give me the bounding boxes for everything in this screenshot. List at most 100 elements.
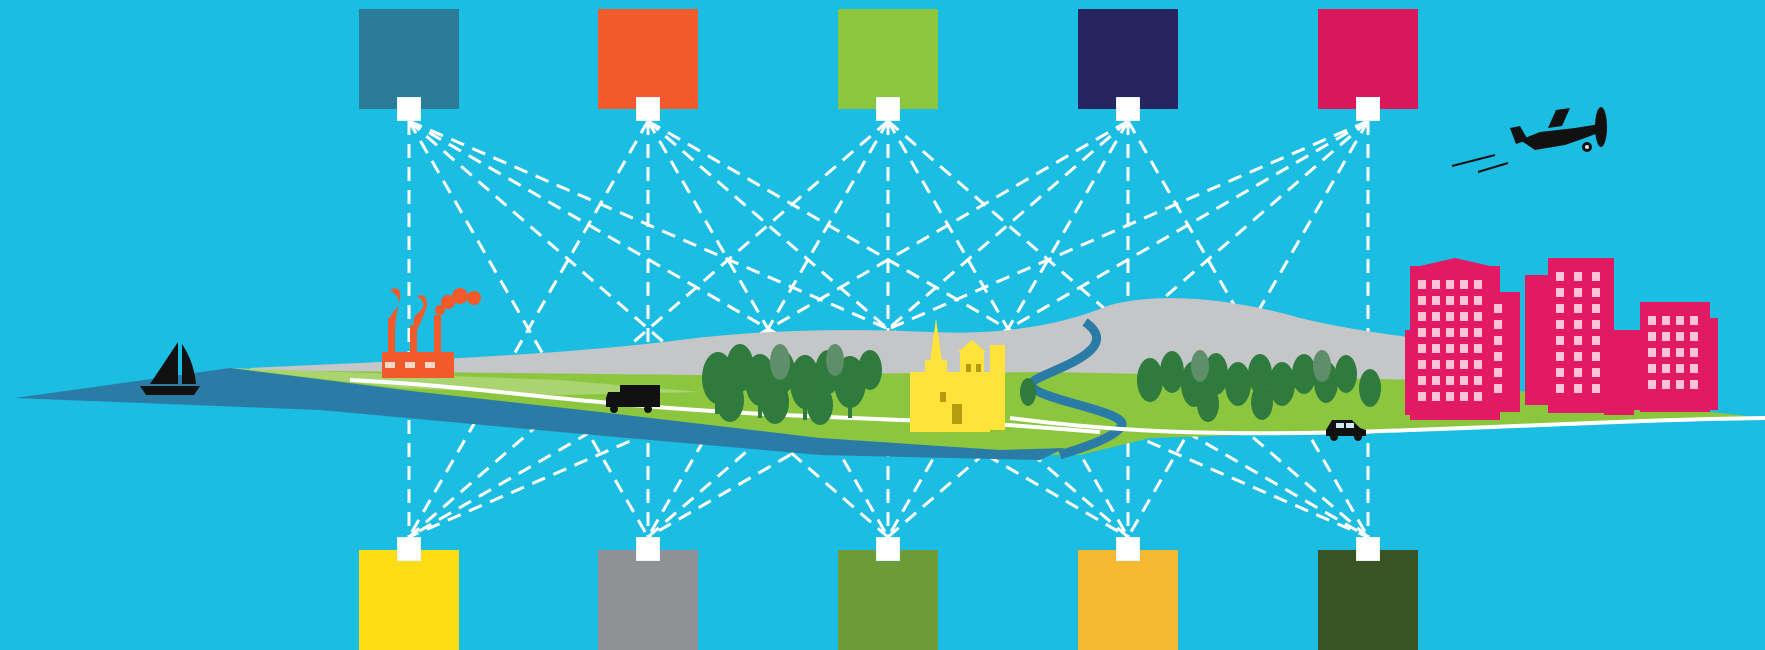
city-window bbox=[1474, 312, 1482, 321]
city-window bbox=[1676, 332, 1684, 341]
city-window bbox=[1432, 312, 1440, 321]
city-window bbox=[1648, 332, 1656, 341]
city-window bbox=[1690, 332, 1698, 341]
city-window bbox=[1648, 348, 1656, 357]
city-window bbox=[1690, 316, 1698, 325]
connection-line-5-3 bbox=[887, 119, 1369, 539]
car-icon bbox=[1326, 420, 1366, 441]
city-window bbox=[1556, 368, 1564, 377]
city-window bbox=[1556, 352, 1564, 361]
color-box-top-3 bbox=[838, 9, 938, 109]
city-window bbox=[1432, 344, 1440, 353]
city-window bbox=[1446, 376, 1454, 385]
node-top-2 bbox=[636, 97, 660, 121]
city-window bbox=[1418, 376, 1426, 385]
city-window bbox=[1556, 288, 1564, 297]
city-window bbox=[1446, 280, 1454, 289]
node-bottom-5 bbox=[1356, 537, 1380, 561]
city-window bbox=[1648, 364, 1656, 373]
city-window bbox=[1662, 348, 1670, 357]
city-window bbox=[1446, 360, 1454, 369]
city-window bbox=[1460, 376, 1468, 385]
city-window bbox=[1690, 380, 1698, 389]
color-box-top-2 bbox=[598, 9, 698, 109]
color-box-bottom-1 bbox=[359, 550, 459, 650]
city-window bbox=[1446, 312, 1454, 321]
city-window bbox=[1474, 360, 1482, 369]
node-top-4 bbox=[1116, 97, 1140, 121]
river bbox=[1027, 318, 1127, 460]
city-window bbox=[1556, 304, 1564, 313]
node-bottom-1 bbox=[397, 537, 421, 561]
city-window bbox=[1592, 368, 1600, 377]
city-window bbox=[1676, 364, 1684, 373]
city-window bbox=[1432, 280, 1440, 289]
city-window bbox=[1474, 280, 1482, 289]
node-bottom-3 bbox=[876, 537, 900, 561]
node-top-3 bbox=[876, 97, 900, 121]
city-window bbox=[1460, 328, 1468, 337]
connection-line-5-1 bbox=[408, 119, 1369, 539]
connection-line-1-3 bbox=[408, 119, 889, 539]
city-window bbox=[1556, 320, 1564, 329]
city-window bbox=[1662, 364, 1670, 373]
city-window bbox=[1574, 288, 1582, 297]
city-window bbox=[1460, 296, 1468, 305]
city-window bbox=[1446, 328, 1454, 337]
city-window bbox=[1556, 272, 1564, 281]
city-window bbox=[1592, 272, 1600, 281]
city-window bbox=[1446, 392, 1454, 401]
color-box-top-1 bbox=[359, 9, 459, 109]
city-window bbox=[1494, 336, 1502, 345]
city-window bbox=[1432, 360, 1440, 369]
airplane-icon bbox=[1451, 107, 1607, 173]
city-window bbox=[1592, 336, 1600, 345]
connection-line-4-2 bbox=[647, 119, 1129, 539]
connection-line-1-5 bbox=[408, 119, 1369, 539]
city-window bbox=[1494, 368, 1502, 377]
sailboat-icon bbox=[140, 342, 200, 395]
city-window bbox=[1592, 320, 1600, 329]
city-window bbox=[1432, 328, 1440, 337]
city-window bbox=[1690, 348, 1698, 357]
city-window bbox=[1574, 272, 1582, 281]
city-window bbox=[1418, 280, 1426, 289]
connection-line-3-5 bbox=[887, 119, 1369, 539]
city-window bbox=[1494, 384, 1502, 393]
city-window bbox=[1556, 384, 1564, 393]
node-top-1 bbox=[397, 97, 421, 121]
node-top-5 bbox=[1356, 97, 1380, 121]
city-window bbox=[1446, 296, 1454, 305]
city-window bbox=[1418, 360, 1426, 369]
forest-center-light bbox=[770, 344, 844, 380]
forest-right bbox=[1137, 351, 1381, 422]
water bbox=[15, 368, 1065, 460]
city-window bbox=[1446, 344, 1454, 353]
city-window bbox=[1662, 380, 1670, 389]
city-window bbox=[1474, 296, 1482, 305]
connection-line-2-4 bbox=[647, 119, 1129, 539]
city-window bbox=[1432, 392, 1440, 401]
city-window bbox=[1474, 344, 1482, 353]
city-window bbox=[1418, 328, 1426, 337]
grass-left bbox=[230, 368, 700, 395]
color-box-top-4 bbox=[1078, 9, 1178, 109]
connection-line-5-2 bbox=[647, 119, 1369, 539]
city-window bbox=[1494, 304, 1502, 313]
city-window bbox=[1574, 336, 1582, 345]
city-window bbox=[1432, 376, 1440, 385]
city-window bbox=[1418, 344, 1426, 353]
city-window bbox=[1460, 360, 1468, 369]
city-window bbox=[1676, 380, 1684, 389]
color-box-top-5 bbox=[1318, 9, 1418, 109]
factory-icon bbox=[382, 288, 481, 378]
city-window bbox=[1460, 392, 1468, 401]
city-window bbox=[1432, 296, 1440, 305]
connection-line-2-1 bbox=[407, 120, 650, 538]
color-box-bottom-4 bbox=[1078, 550, 1178, 650]
forest-right-light bbox=[1191, 350, 1331, 382]
city-window bbox=[1648, 316, 1656, 325]
connection-line-4-1 bbox=[408, 119, 1129, 539]
